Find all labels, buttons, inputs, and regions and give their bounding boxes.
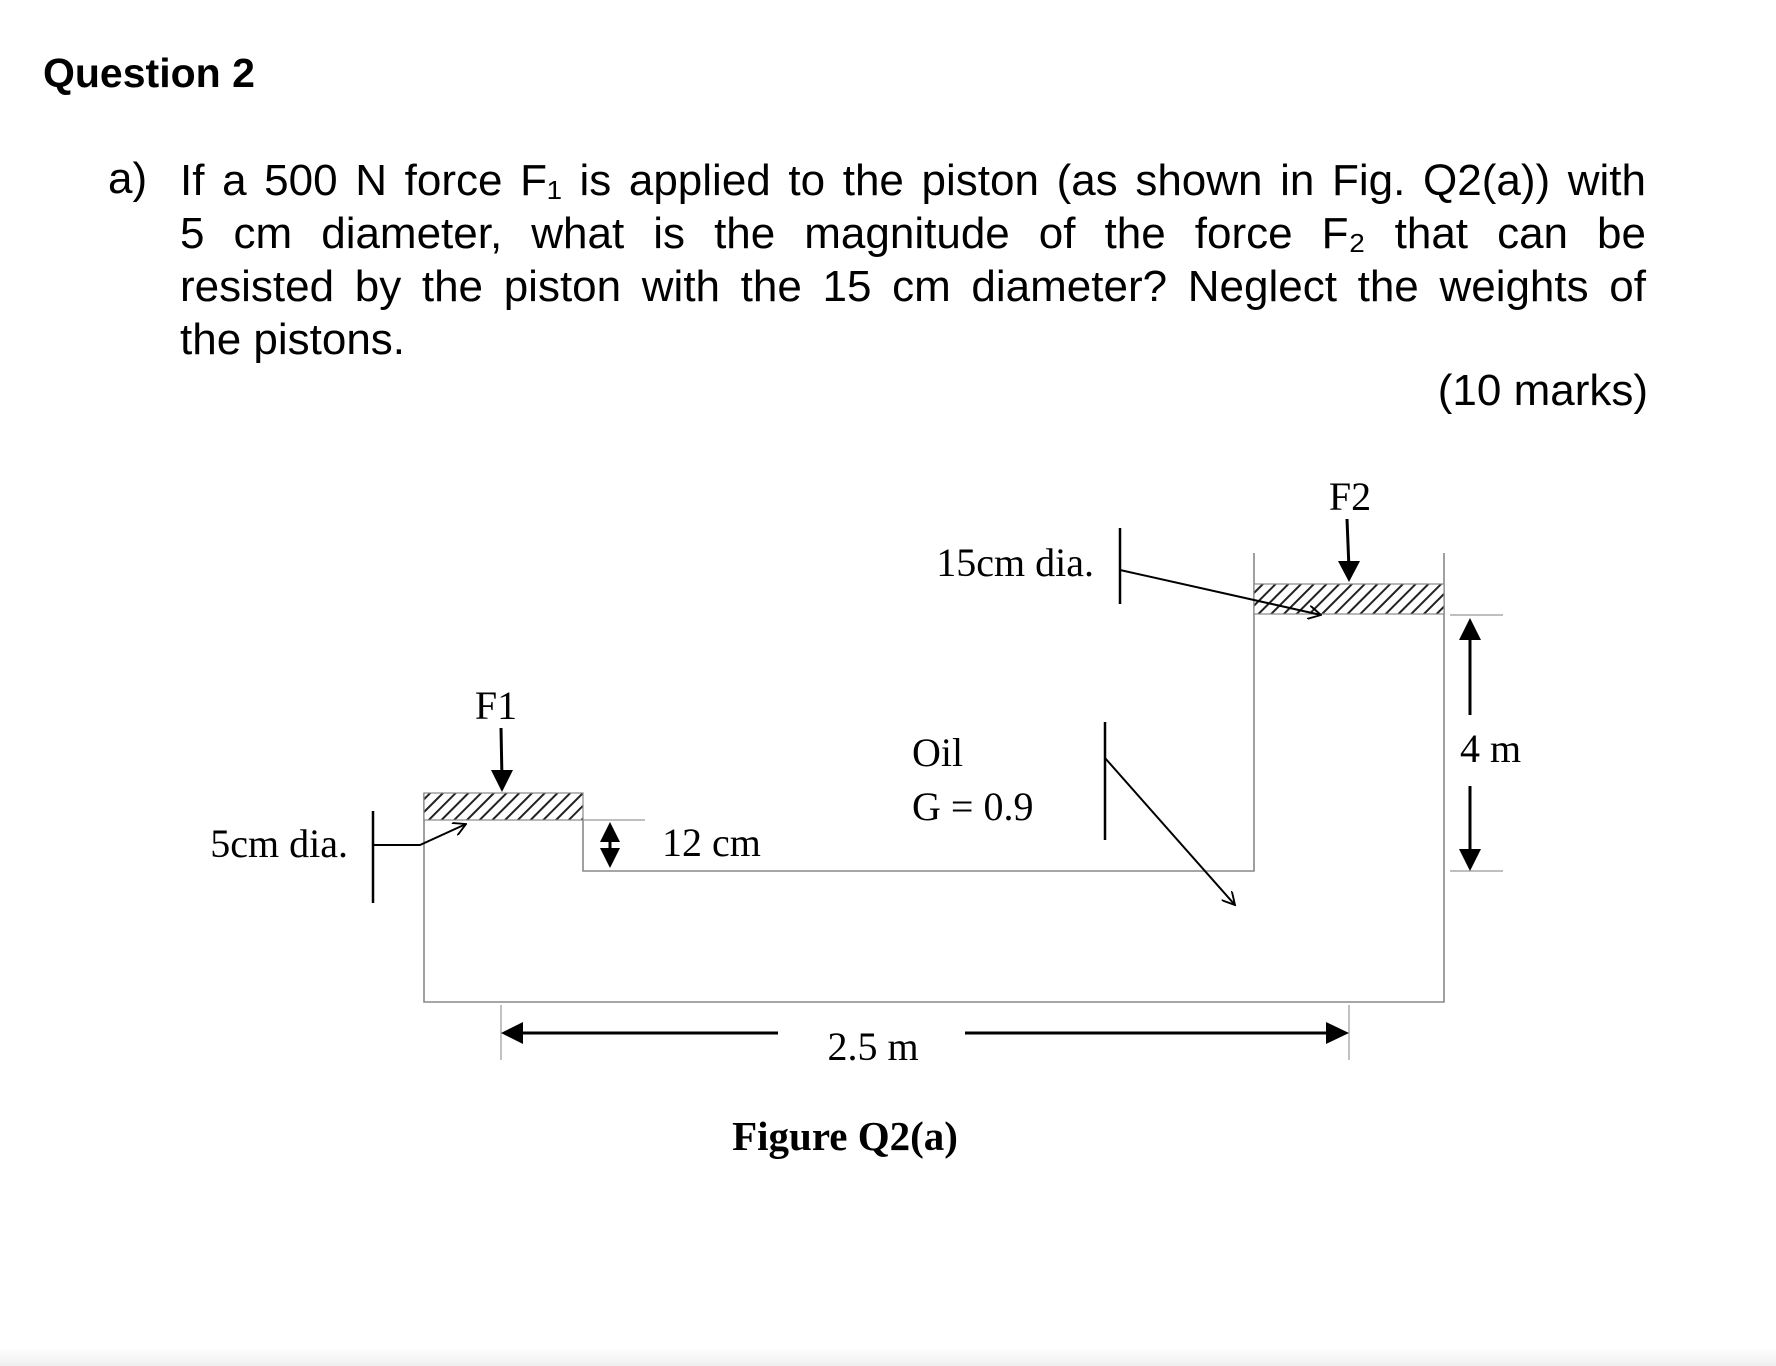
force-f2-arrow bbox=[1338, 518, 1360, 582]
marks-label: (10 marks) bbox=[1437, 366, 1648, 415]
part-label: a) bbox=[108, 154, 148, 203]
width-2.5m-dimension bbox=[500, 1005, 1350, 1060]
fluid-label: Oil bbox=[912, 730, 963, 775]
large-piston bbox=[1253, 583, 1445, 615]
bottom-fade bbox=[0, 1348, 1776, 1366]
oil-leader bbox=[1103, 722, 1235, 905]
small-piston bbox=[423, 792, 584, 821]
vessel-inner-outline bbox=[582, 553, 1255, 872]
f1-label: F1 bbox=[475, 683, 517, 728]
height-12cm-dimension bbox=[600, 822, 620, 868]
figure-caption: Figure Q2(a) bbox=[732, 1113, 958, 1159]
question-heading: Question 2 bbox=[43, 50, 255, 96]
question-line-1: If a 500 N force F₁ is applied to the pi… bbox=[180, 156, 1646, 205]
small-diameter-leader bbox=[371, 811, 466, 903]
vessel-outline bbox=[423, 553, 1445, 1003]
height-12cm-label: 12 cm bbox=[662, 820, 761, 865]
question-text: If a 500 N force F₁ is applied to the pi… bbox=[180, 154, 1646, 366]
question-line-2: 5 cm diameter, what is the magnitude of … bbox=[180, 209, 1646, 258]
width-2.5m-label: 2.5 m bbox=[827, 1024, 918, 1069]
height-4m-label: 4 m bbox=[1460, 726, 1521, 771]
small-diameter-label: 5cm dia. bbox=[210, 821, 348, 866]
height-4m-dimension bbox=[1450, 614, 1503, 872]
f2-label: F2 bbox=[1329, 474, 1371, 519]
question-line-3: resisted by the piston with the 15 cm di… bbox=[180, 262, 1646, 311]
large-diameter-leader bbox=[1118, 528, 1321, 615]
large-diameter-label: 15cm dia. bbox=[936, 540, 1094, 585]
force-f1-arrow bbox=[491, 727, 513, 792]
question-line-4: the pistons. bbox=[180, 315, 406, 364]
specific-gravity-label: G = 0.9 bbox=[912, 784, 1033, 829]
